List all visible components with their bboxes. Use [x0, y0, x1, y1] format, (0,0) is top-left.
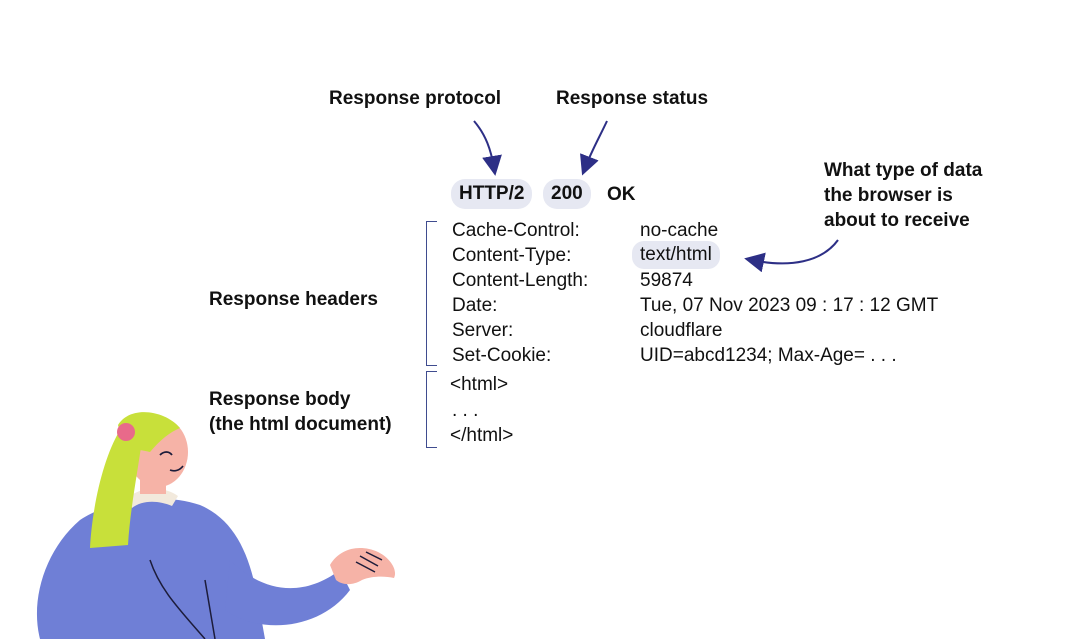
header-value-content-length: 59874: [640, 270, 693, 291]
header-name-set-cookie: Set-Cookie:: [452, 345, 552, 366]
response-headers-label: Response headers: [209, 289, 378, 310]
header-value-content-type: text/html: [632, 241, 720, 269]
header-name-server: Server:: [452, 320, 514, 341]
person-illustration: [36, 412, 396, 639]
protocol-pill: HTTP/2: [451, 179, 533, 209]
header-value-date: Tue, 07 Nov 2023 09 : 17 : 12 GMT: [640, 295, 939, 316]
header-name-cache-control: Cache-Control:: [452, 220, 580, 241]
body-bracket: [426, 371, 437, 448]
response-body-label-line-1: Response body: [209, 389, 351, 410]
body-line-close-html: </html>: [450, 425, 514, 446]
protocol-arrow: [473, 120, 502, 176]
body-line-open-html: <html>: [450, 374, 509, 395]
data-type-label-line-3: about to receive: [824, 210, 970, 231]
header-value-set-cookie: UID=abcd1234; Max-Age= . . .: [640, 345, 897, 366]
status-reason: OK: [607, 184, 636, 205]
data-type-arrow: [744, 239, 839, 273]
response-body-label: Response body (the html document): [209, 387, 392, 437]
status-code-pill: 200: [543, 179, 591, 209]
hair-tie: [117, 423, 135, 441]
header-value-cache-control: no-cache: [640, 220, 719, 241]
response-body-label-line-2: (the html document): [209, 414, 392, 435]
data-type-label: What type of data the browser is about t…: [824, 158, 982, 233]
header-name-date: Date:: [452, 295, 498, 316]
ponytail: [90, 430, 142, 548]
response-status-label: Response status: [556, 88, 709, 109]
headers-bracket: [426, 221, 437, 366]
data-type-label-line-1: What type of data: [824, 160, 983, 181]
response-protocol-label: Response protocol: [329, 88, 502, 109]
header-name-content-type: Content-Type:: [452, 245, 572, 266]
status-arrow: [580, 120, 608, 176]
header-value-server: cloudflare: [640, 320, 723, 341]
body-line-ellipsis: . . .: [452, 400, 479, 421]
header-name-content-length: Content-Length:: [452, 270, 589, 291]
data-type-label-line-2: the browser is: [824, 185, 953, 206]
sweater-arm: [225, 560, 350, 626]
